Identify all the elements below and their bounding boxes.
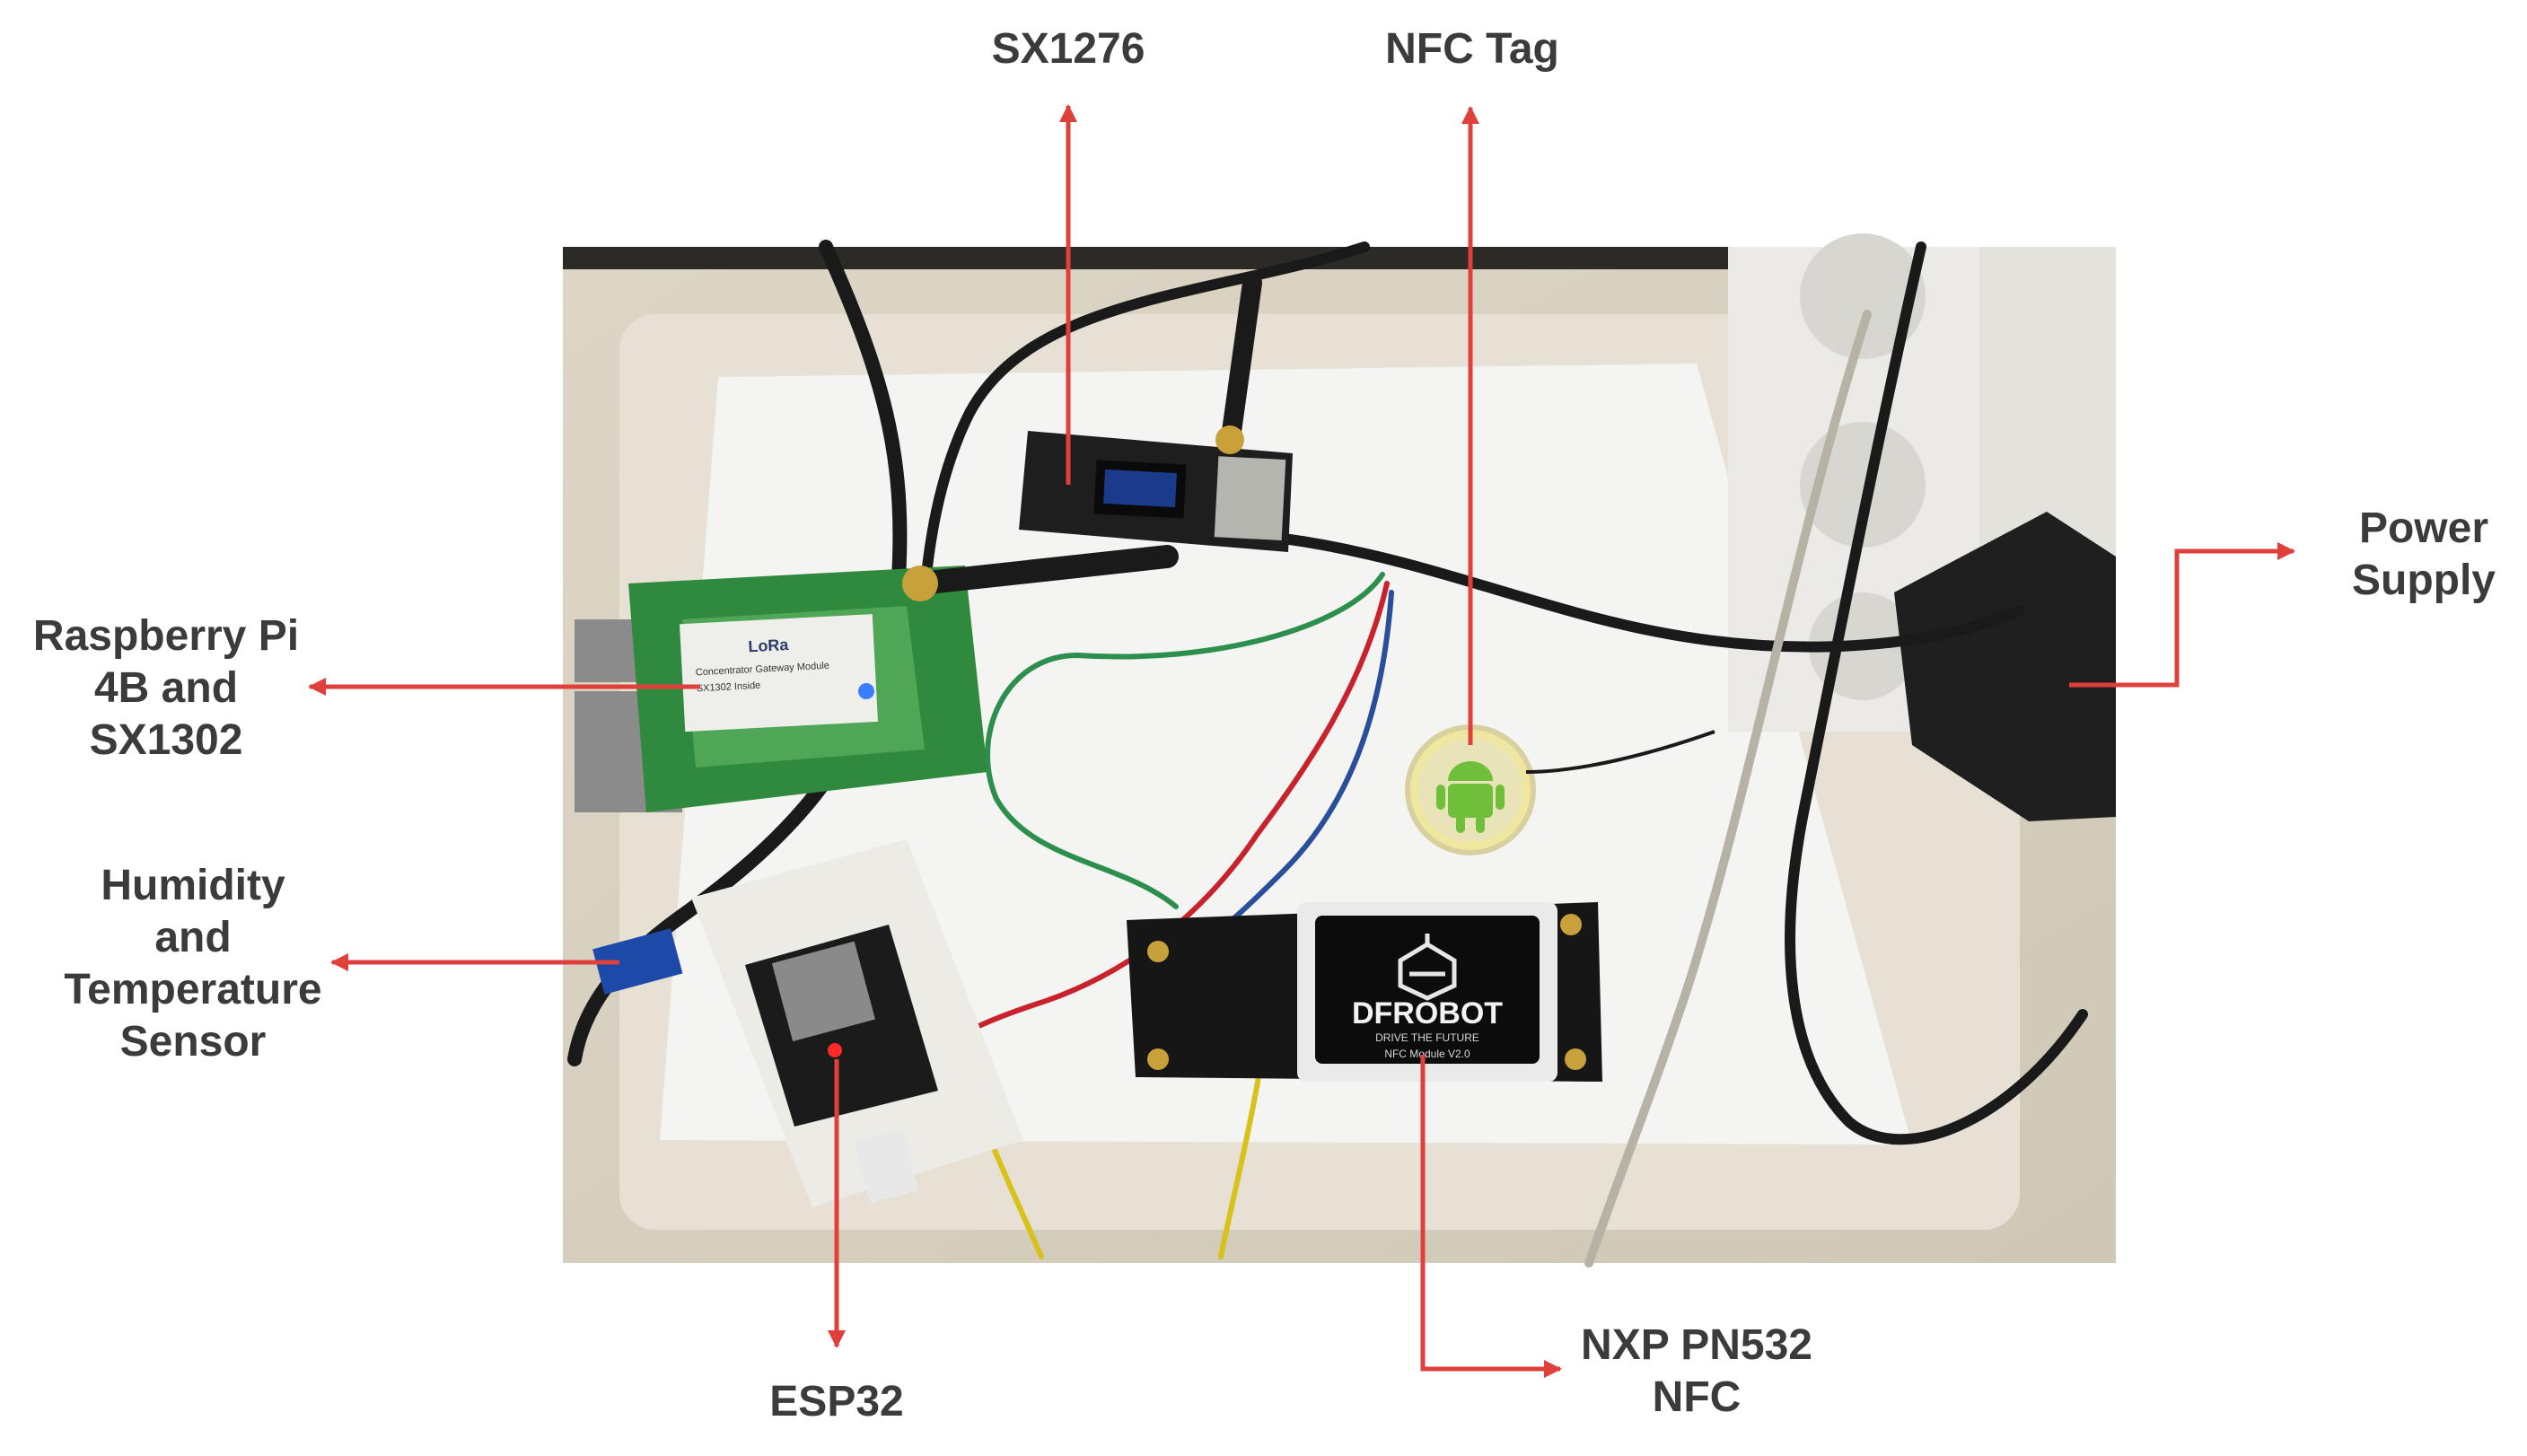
lora-module-line-2: SX1302 Inside — [696, 680, 760, 695]
sx1276-board — [1019, 273, 1293, 552]
label-nfc-tag: NFC Tag — [1385, 25, 1559, 73]
label-sx1276: SX1276 — [991, 25, 1145, 73]
raspberry-pi-board: LoRa Concentrator Gateway Module SX1302 … — [575, 545, 1179, 812]
label-humidity-temperature-sensor: Humidity and Temperature Sensor — [64, 862, 322, 1066]
robot-head-icon — [1398, 934, 1457, 1001]
dfrobot-tagline: DRIVE THE FUTURE — [1375, 1031, 1479, 1044]
hardware-photo: LoRa Concentrator Gateway Module SX1302 … — [563, 233, 2116, 1267]
label-raspberry-pi: Raspberry Pi 4B and SX1302 — [32, 612, 300, 764]
nfc-tag-photo — [1405, 724, 1715, 855]
label-esp32: ESP32 — [769, 1378, 904, 1425]
dfrobot-brand: DFROBOT — [1352, 996, 1503, 1031]
power-adapter — [1894, 512, 2116, 821]
dfrobot-nfc-module: DFROBOT DRIVE THE FUTURE NFC Module V2.0 — [1127, 902, 1602, 1082]
arrow-nxp-nfc — [1420, 1055, 1562, 1378]
label-nxp-pn532-nfc: NXP PN532 NFC — [1581, 1321, 1812, 1421]
lora-module-title: LoRa — [748, 636, 790, 655]
callout-arrows — [308, 104, 2295, 1378]
label-power-supply: Power Supply — [2351, 504, 2496, 604]
dfrobot-module-version: NFC Module V2.0 — [1384, 1048, 1470, 1060]
breadboard-esp32 — [592, 839, 1023, 1207]
arrow-power-supply — [2069, 542, 2295, 688]
android-robot-icon — [1436, 761, 1505, 833]
